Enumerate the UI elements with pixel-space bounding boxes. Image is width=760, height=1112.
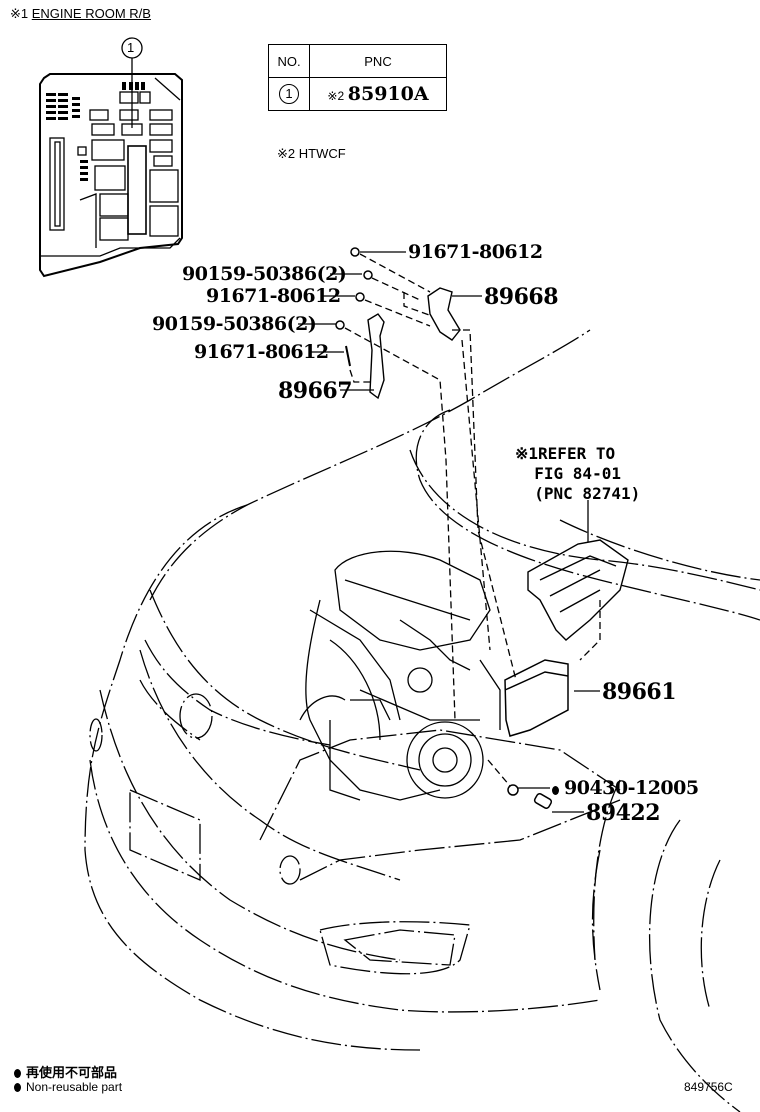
- relay-box-title: ENGINE ROOM R/B: [31, 6, 151, 21]
- non-reusable-dot-icon: [552, 786, 559, 795]
- row-pnc-cell: ※2 85910A: [309, 77, 447, 111]
- relay-block-illustration: [39, 73, 183, 278]
- part-label-91671-80612-middle[interactable]: 91671-80612: [206, 285, 341, 307]
- relay-block-82741-illustration: [527, 539, 629, 641]
- gasket-icon: [507, 784, 519, 796]
- note-htwcf: ※2 HTWCF: [277, 146, 346, 161]
- pnc-value[interactable]: 85910A: [347, 83, 429, 105]
- diagram-title: ※1 ENGINE ROOM R/B: [10, 6, 151, 22]
- part-label-89667[interactable]: 89667: [278, 378, 353, 404]
- part-label-91671-80612-lower[interactable]: 91671-80612: [194, 341, 329, 363]
- part-label-90159-50386-upper[interactable]: 90159-50386(2): [182, 263, 347, 285]
- row-no-cell: 1: [268, 77, 310, 111]
- non-reusable-dot-icon: [14, 1083, 21, 1092]
- legend-japanese: 再使用不可部品: [14, 1062, 117, 1081]
- bracket-illustrations: [367, 287, 461, 400]
- column-header-no: NO.: [268, 44, 310, 78]
- table-header-row: NO. PNC: [268, 44, 447, 78]
- callout-number: 1: [127, 40, 135, 55]
- non-reusable-dot-icon: [14, 1069, 21, 1078]
- part-number-text: 90430-12005: [564, 777, 699, 799]
- row-no: 1: [279, 84, 299, 104]
- part-label-90159-50386-lower[interactable]: 90159-50386(2): [152, 313, 317, 335]
- dashed-assembly-lines: [344, 253, 601, 787]
- ref-mark: ※1: [10, 6, 29, 21]
- refer-to-note[interactable]: ※1REFER TO FIG 84-01 (PNC 82741): [515, 444, 641, 503]
- car-body-outline: [84, 329, 760, 1112]
- fastener-icons: [335, 247, 553, 809]
- note-mark: ※2: [327, 89, 345, 103]
- part-label-90430-12005[interactable]: 90430-12005: [552, 779, 699, 798]
- legend-jp-text: 再使用不可部品: [26, 1065, 118, 1080]
- ecu-illustration: [504, 659, 569, 737]
- figure-id: 849756C: [684, 1080, 733, 1094]
- part-label-89668[interactable]: 89668: [484, 284, 559, 310]
- leader-lines: [298, 251, 600, 813]
- table-row: 1 ※2 85910A: [268, 77, 447, 111]
- legend-english: Non-reusable part: [14, 1080, 122, 1094]
- engine-illustration: [299, 550, 501, 801]
- part-label-89422[interactable]: 89422: [586, 800, 661, 826]
- pnc-table: NO. PNC 1 ※2 85910A: [268, 44, 447, 111]
- part-label-91671-80612-top[interactable]: 91671-80612: [408, 241, 543, 263]
- part-label-89661[interactable]: 89661: [602, 679, 677, 705]
- sensor-icon: [533, 793, 553, 809]
- column-header-pnc: PNC: [309, 44, 447, 78]
- legend-en-text: Non-reusable part: [26, 1080, 123, 1094]
